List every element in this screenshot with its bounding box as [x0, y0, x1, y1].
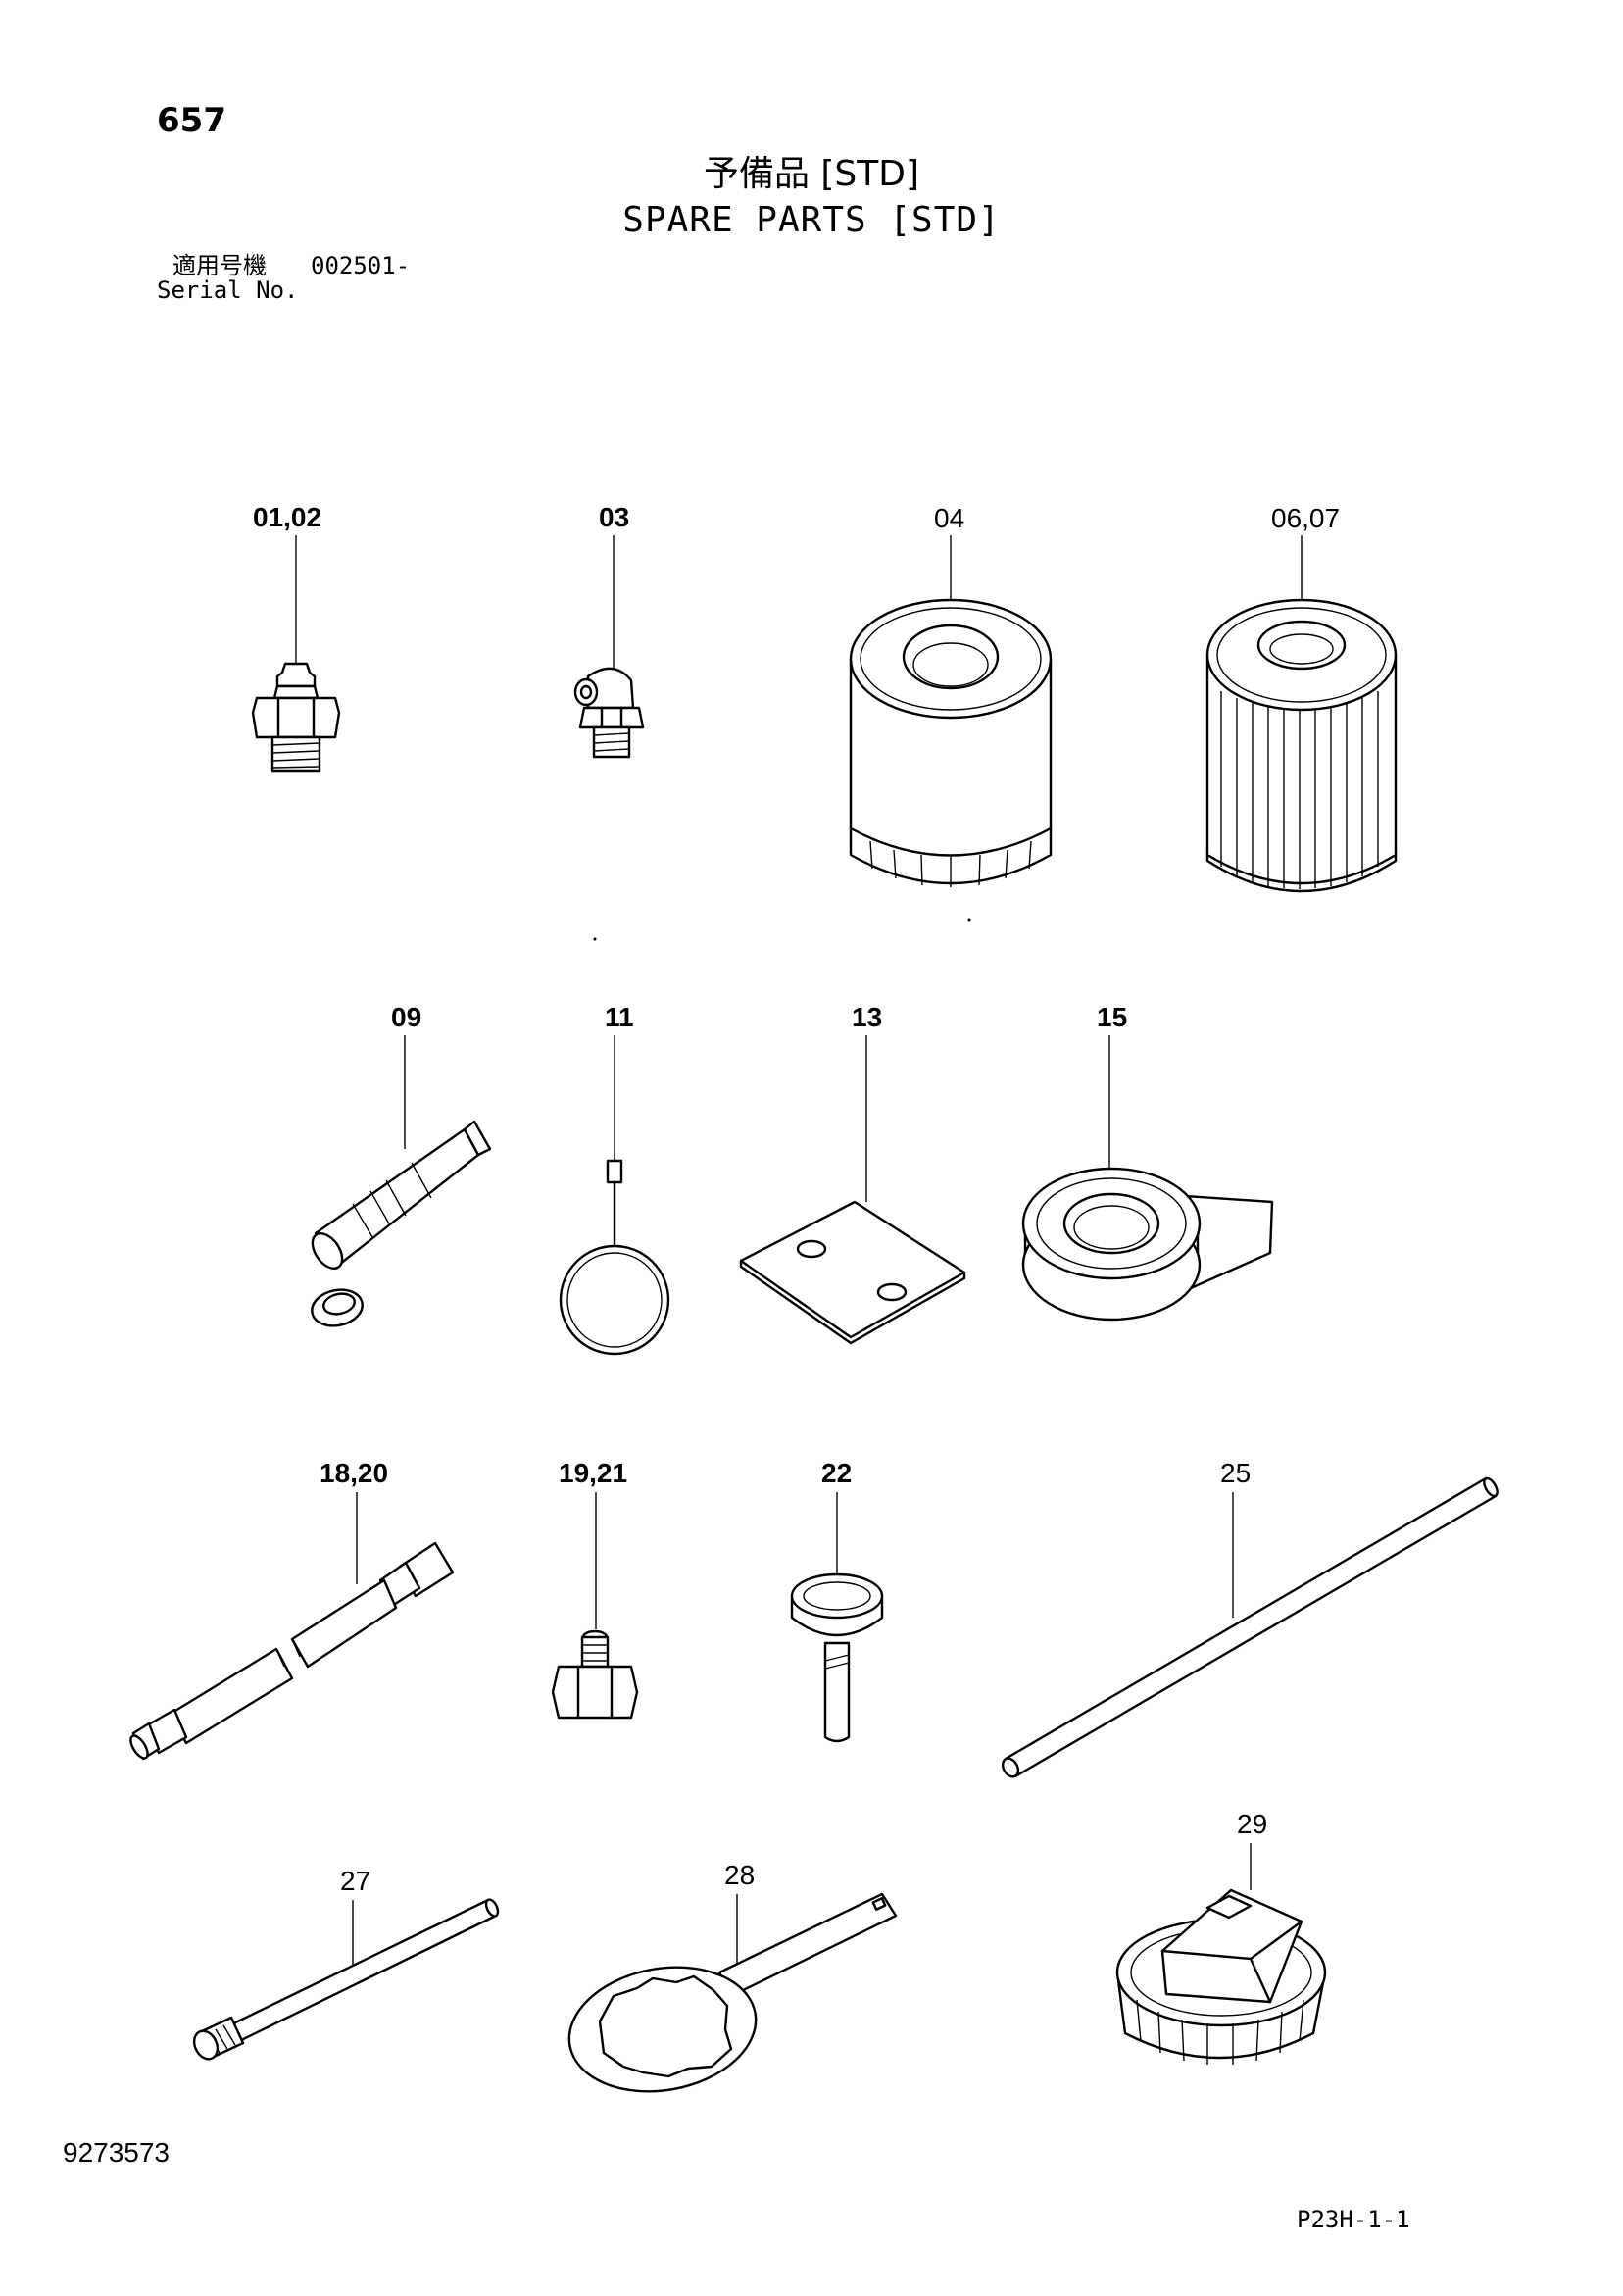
part-27-rod-with-knob: 27 — [192, 1866, 500, 2061]
part-11-ring-with-tag: 11 — [559, 1002, 670, 1356]
page-number: 657 — [157, 101, 226, 140]
callout-04: 04 — [934, 503, 964, 533]
stray-mark — [593, 937, 597, 941]
page-title-english: SPARE PARTS [STD] — [622, 200, 1001, 240]
part-19-21-adapter-fitting: 19,21 — [551, 1458, 639, 1720]
callout-25: 25 — [1220, 1458, 1251, 1488]
callout-22: 22 — [821, 1458, 852, 1488]
callout-28: 28 — [724, 1860, 755, 1890]
part-03-grease-nipple-angled: 03 — [573, 502, 645, 759]
callout-06-07: 06,07 — [1271, 503, 1340, 533]
callout-01-02: 01,02 — [253, 502, 321, 532]
part-18-20-extension-hose: 18,20 — [129, 1458, 455, 1761]
part-22-funnel-tool: 22 — [790, 1458, 884, 1743]
part-28-spanner-wrench: 28 — [567, 1860, 898, 2093]
callout-11: 11 — [605, 1002, 634, 1032]
callout-03: 03 — [599, 502, 629, 532]
callout-18-20: 18,20 — [320, 1458, 388, 1488]
callout-13: 13 — [852, 1002, 882, 1032]
part-29-filter-cap-wrench: 29 — [1115, 1809, 1327, 2065]
stray-mark — [967, 918, 971, 922]
serial-label-japanese: 適用号機 — [172, 252, 267, 279]
part-09-wrench-with-ring: 09 — [311, 1002, 492, 1327]
serial-number-value: 002501- — [311, 252, 411, 279]
page-title-japanese: 予備品 [STD] — [703, 154, 920, 194]
part-25-long-rod: 25 — [1001, 1458, 1499, 1778]
callout-19-21: 19,21 — [559, 1458, 627, 1488]
part-06-07-filter-element: 06,07 — [1205, 503, 1398, 893]
part-13-plate-with-holes: 13 — [739, 1002, 966, 1345]
callout-15: 15 — [1097, 1002, 1127, 1032]
page-code: P23H-1-1 — [1297, 2206, 1410, 2233]
serial-label-english: Serial No. — [157, 276, 299, 304]
part-15-sealing-tape-roll: 15 — [1021, 1002, 1274, 1322]
callout-09: 09 — [391, 1002, 421, 1032]
part-04-oil-filter-cartridge: 04 — [849, 503, 1053, 887]
part-01-02-grease-nipple-straight: 01,02 — [251, 502, 341, 773]
document-number: 9273573 — [63, 2137, 171, 2168]
callout-29: 29 — [1237, 1809, 1267, 1839]
callout-27: 27 — [340, 1866, 370, 1896]
